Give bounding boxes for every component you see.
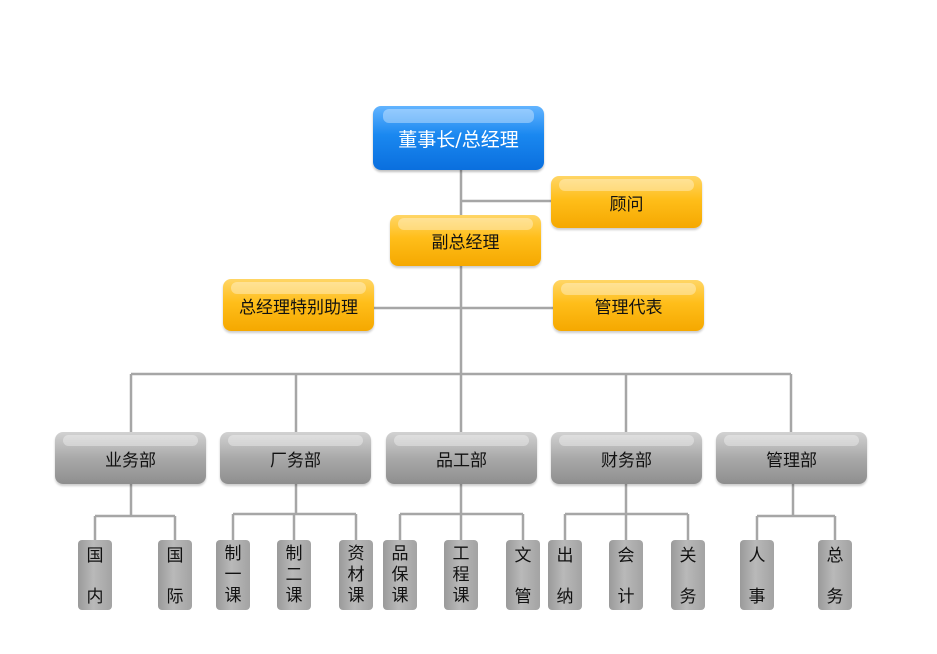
chairman-gm-label: 董事长/总经理	[398, 128, 519, 151]
section-char: 一	[224, 565, 242, 585]
section-char: 工	[452, 544, 470, 564]
section-char: 出	[556, 546, 574, 566]
section-customs: 关 务	[671, 540, 705, 610]
section-accounting: 会 计	[609, 540, 643, 610]
section-general-affairs: 总 务	[818, 540, 852, 610]
section-char: 国	[166, 546, 184, 566]
dept-quality-node: 品工部	[386, 432, 537, 484]
section-document-control: 文 管	[506, 540, 540, 610]
section-char: 总	[826, 546, 844, 566]
adviser-label: 顾问	[609, 194, 644, 215]
section-char: 课	[391, 586, 409, 606]
section-char: 计	[617, 587, 635, 607]
section-char: 关	[679, 546, 697, 566]
section-domestic: 国 内	[78, 540, 112, 610]
section-production-1: 制 一 课	[216, 540, 250, 610]
chairman-gm-node: 董事长/总经理	[373, 106, 544, 170]
adviser-node: 顾问	[551, 176, 702, 228]
section-char: 课	[452, 586, 470, 606]
section-char: 文	[514, 546, 532, 566]
section-engineering: 工 程 课	[444, 540, 478, 610]
dept-factory-node: 厂务部	[220, 432, 371, 484]
dept-label: 品工部	[436, 450, 487, 471]
section-char: 材	[347, 565, 365, 585]
section-char: 课	[285, 586, 303, 606]
section-char: 务	[826, 587, 844, 607]
dept-label: 厂务部	[270, 450, 321, 471]
section-char: 国	[86, 546, 104, 566]
dept-label: 业务部	[105, 450, 156, 471]
dept-admin-node: 管理部	[716, 432, 867, 484]
dept-label: 财务部	[601, 450, 652, 471]
section-char: 课	[347, 586, 365, 606]
section-char: 制	[285, 544, 303, 564]
section-hr: 人 事	[740, 540, 774, 610]
section-char: 资	[347, 544, 365, 564]
section-char: 会	[617, 546, 635, 566]
mgmt-rep-label: 管理代表	[594, 298, 663, 318]
section-production-2: 制 二 课	[277, 540, 311, 610]
vice-gm-node: 副总经理	[390, 215, 541, 266]
section-international: 国 际	[158, 540, 192, 610]
section-char: 程	[452, 565, 470, 585]
section-char: 管	[514, 587, 532, 607]
section-char: 制	[224, 544, 242, 564]
section-char: 保	[391, 565, 409, 585]
section-char: 内	[86, 587, 104, 607]
section-char: 事	[748, 587, 766, 607]
vice-gm-label: 副总经理	[431, 233, 500, 253]
section-quality-assurance: 品 保 课	[383, 540, 417, 610]
section-char: 人	[748, 546, 766, 566]
gm-assistant-label: 总经理特别助理	[239, 297, 358, 318]
section-char: 课	[224, 586, 242, 606]
dept-label: 管理部	[766, 450, 817, 471]
section-char: 纳	[556, 587, 574, 607]
section-char: 务	[679, 587, 697, 607]
section-char: 际	[166, 587, 184, 607]
section-materials: 资 材 课	[339, 540, 373, 610]
gm-assistant-node: 总经理特别助理	[223, 279, 374, 331]
mgmt-rep-node: 管理代表	[553, 280, 704, 331]
section-cashier: 出 纳	[548, 540, 582, 610]
dept-sales-node: 业务部	[55, 432, 206, 484]
dept-finance-node: 财务部	[551, 432, 702, 484]
section-char: 二	[285, 565, 303, 585]
section-char: 品	[391, 544, 409, 564]
